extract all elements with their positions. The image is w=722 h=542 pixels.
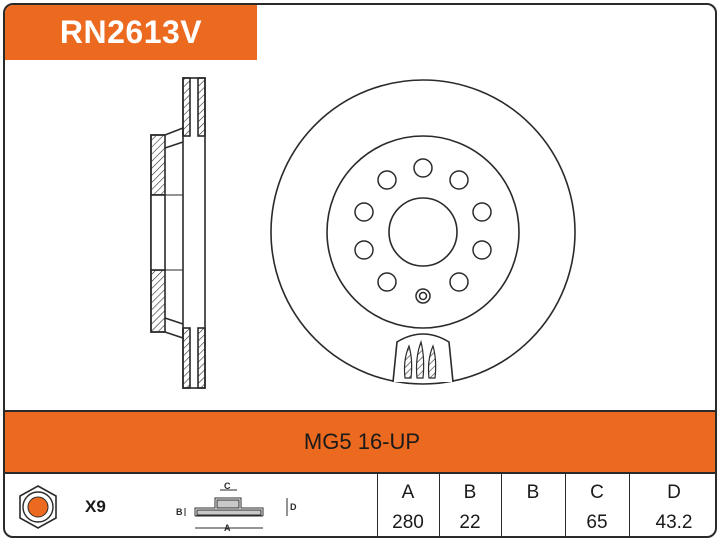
- bolt-holes: [354, 158, 492, 304]
- column-divider: [501, 474, 502, 536]
- disc-face-view: [270, 79, 576, 385]
- disc-drawing-svg: [150, 77, 576, 389]
- disc-cross-section: [150, 77, 206, 389]
- part-number-badge: RN2613V: [5, 5, 257, 60]
- quantity-label: X9: [85, 497, 106, 516]
- diagram-label-a: A: [224, 523, 231, 533]
- spec-header: C: [590, 482, 604, 503]
- spec-header: B: [463, 482, 477, 503]
- spec-footer: X9 B A C D: [5, 474, 715, 536]
- spec-value: 65: [586, 512, 608, 533]
- spec-value: 22: [459, 512, 481, 533]
- column-divider: [439, 474, 440, 536]
- spec-column-a: A 280: [377, 474, 439, 536]
- product-card: RN2613V: [3, 3, 717, 538]
- diagram-label-c: C: [224, 481, 231, 491]
- part-number: RN2613V: [59, 14, 203, 50]
- technical-drawing: [5, 60, 715, 410]
- diagram-label-b: B: [176, 507, 183, 517]
- column-divider: [629, 474, 630, 536]
- column-divider: [565, 474, 566, 536]
- spec-column-d: D 43.2: [629, 474, 715, 536]
- application-label: MG5 16-UP: [303, 429, 421, 454]
- spec-column-b: B 22: [439, 474, 501, 536]
- spec-header: D: [667, 482, 681, 503]
- spec-value: 280: [392, 512, 424, 533]
- spec-value: 43.2: [655, 512, 693, 533]
- application-band: MG5 16-UP: [5, 410, 715, 474]
- diagram-label-d: D: [290, 502, 297, 512]
- spec-column-c: C 65: [565, 474, 629, 536]
- disc-icon: [15, 484, 61, 530]
- spec-header: B: [526, 482, 540, 503]
- spec-header: A: [401, 482, 415, 503]
- column-divider: [377, 474, 378, 536]
- dimension-diagram: B A C D: [165, 478, 305, 536]
- spec-column-b-alt: B: [501, 474, 565, 536]
